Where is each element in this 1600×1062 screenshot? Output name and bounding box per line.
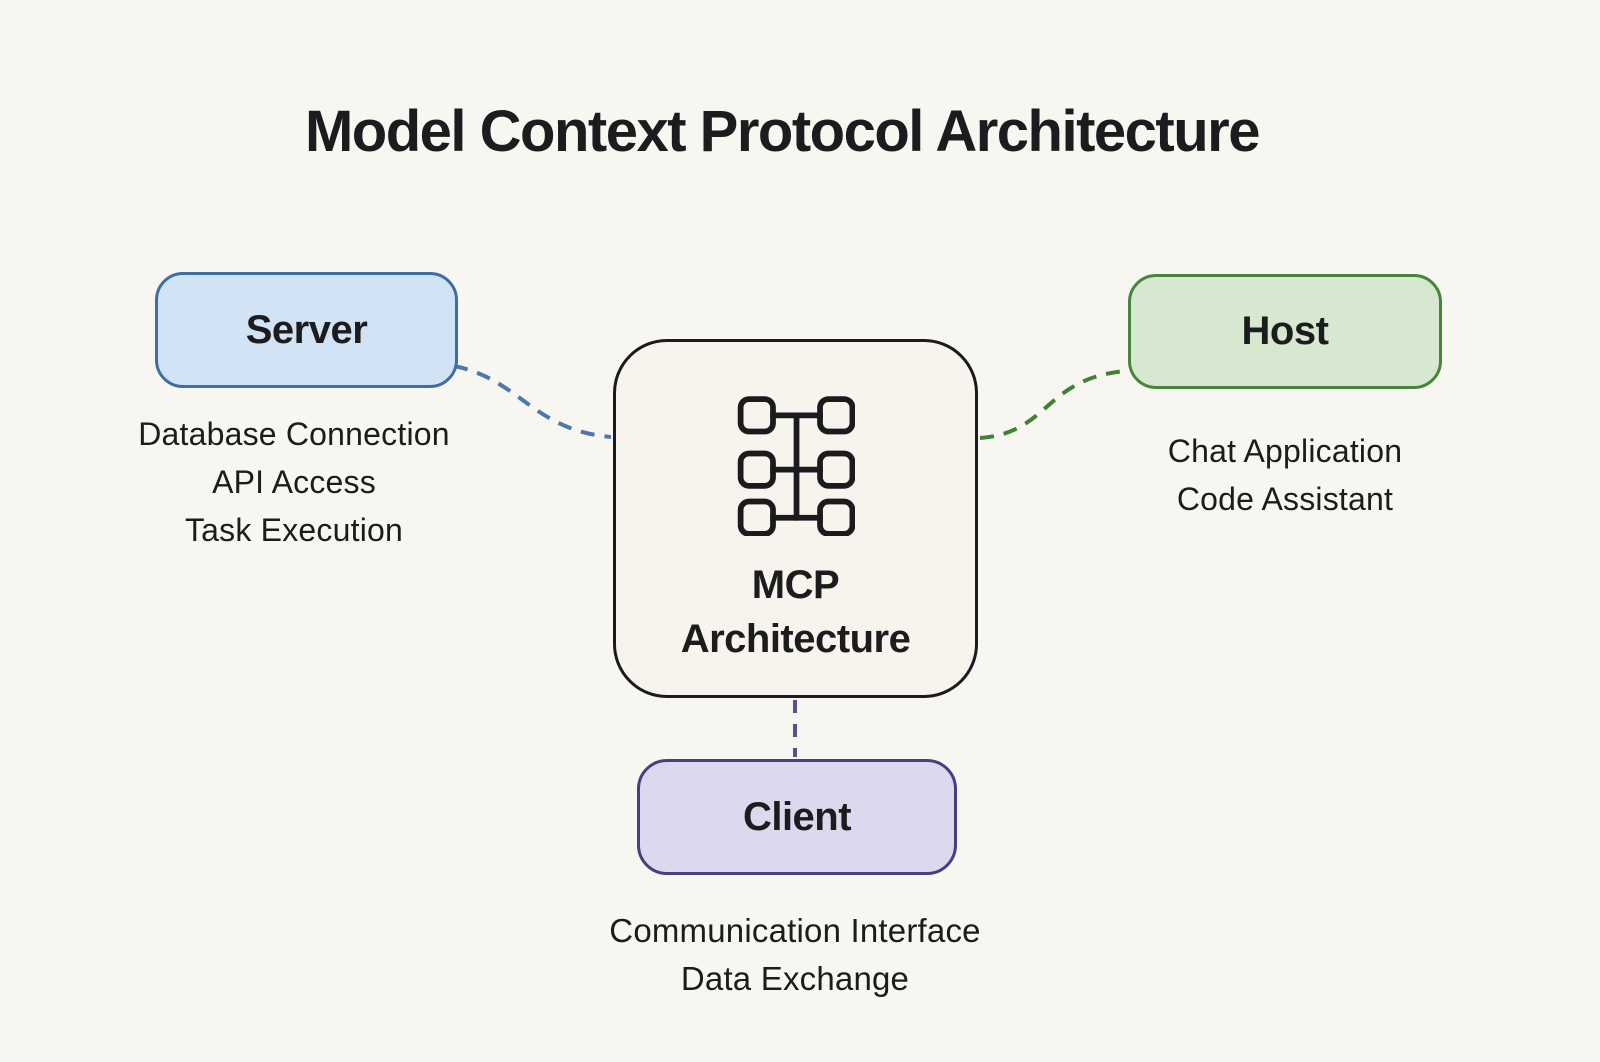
page-title: Model Context Protocol Architecture <box>304 99 1261 164</box>
mcp-node: MCP Architecture <box>613 339 978 698</box>
server-detail-line: Task Execution <box>184 512 404 548</box>
host-label: Host <box>1241 309 1329 353</box>
client-details: Communication Interface Data Exchange <box>600 907 990 1003</box>
client-detail-line: Data Exchange <box>680 960 910 997</box>
mcp-label-line1: MCP <box>751 563 840 607</box>
client-node: Client <box>637 759 957 875</box>
mcp-label-line2: Architecture <box>680 617 911 661</box>
mcp-label: MCP Architecture <box>681 558 911 666</box>
host-detail-line: Code Assistant <box>1176 481 1394 517</box>
network-nodes-icon <box>737 396 855 536</box>
server-label: Server <box>245 307 368 352</box>
client-label: Client <box>742 794 852 839</box>
server-detail-line: Database Connection <box>138 416 450 452</box>
host-details: Chat Application Code Assistant <box>1095 427 1475 523</box>
server-node: Server <box>155 272 458 388</box>
host-detail-line: Chat Application <box>1167 433 1403 469</box>
server-detail-line: API Access <box>212 464 376 500</box>
host-node: Host <box>1128 274 1442 389</box>
client-detail-line: Communication Interface <box>609 912 981 949</box>
server-details: Database Connection API Access Task Exec… <box>104 410 484 554</box>
